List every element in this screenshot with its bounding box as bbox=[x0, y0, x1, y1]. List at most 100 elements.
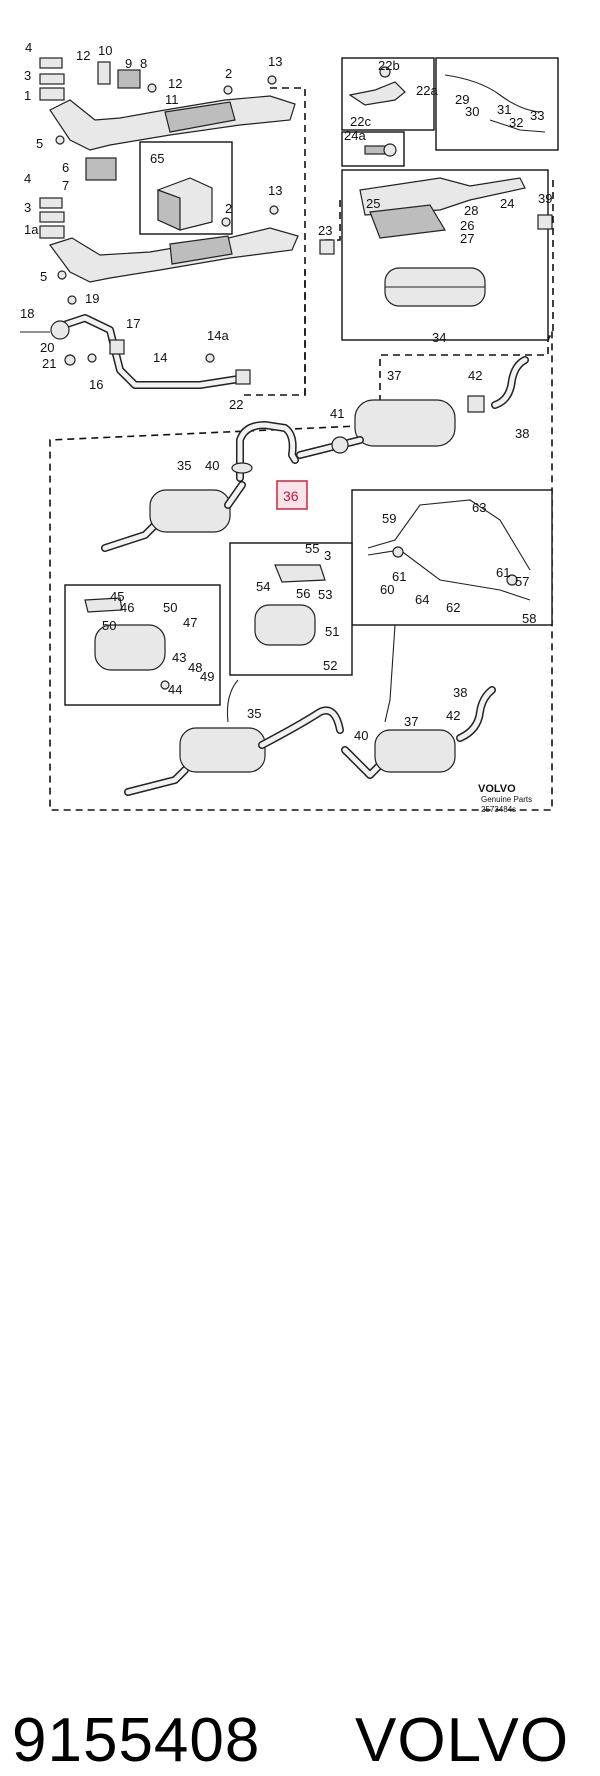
callout: 45 bbox=[110, 589, 124, 604]
callout: 37 bbox=[387, 368, 401, 383]
callout: 24 bbox=[500, 196, 514, 211]
callout: 47 bbox=[183, 615, 197, 630]
callout: 17 bbox=[126, 316, 140, 331]
callout: 13 bbox=[268, 54, 282, 69]
front-pipe-assembly-lower bbox=[39, 157, 299, 283]
callout: 31 bbox=[497, 102, 511, 117]
callout: 11 bbox=[165, 92, 179, 107]
callout: 27 bbox=[460, 231, 474, 246]
callout: 40 bbox=[354, 728, 368, 743]
diagram-brand-block: VOLVO Genuine Parts 2573484s bbox=[478, 783, 532, 814]
callout: 53 bbox=[318, 587, 332, 602]
callout: 46 bbox=[120, 600, 134, 615]
callout: 26 bbox=[460, 218, 474, 233]
callout: 2 bbox=[225, 66, 232, 81]
callout: 54 bbox=[256, 579, 270, 594]
hanger-frame-51-56 bbox=[229, 542, 353, 676]
callout: 39 bbox=[538, 191, 552, 206]
callout: 32 bbox=[509, 115, 523, 130]
callout: 16 bbox=[89, 377, 103, 392]
callout: 24a bbox=[344, 128, 366, 143]
callout: 6 bbox=[62, 160, 69, 175]
callout: 22 bbox=[229, 397, 243, 412]
callout: 60 bbox=[380, 582, 394, 597]
front-pipe-14 bbox=[20, 295, 251, 389]
callout: 49 bbox=[200, 669, 214, 684]
callout: 3 bbox=[324, 548, 331, 563]
callout: 19 bbox=[85, 291, 99, 306]
product-footer: 9155408 VOLVO bbox=[0, 835, 600, 1775]
inset-frame-22 bbox=[341, 57, 435, 131]
callout: 23 bbox=[318, 223, 332, 238]
callout: 42 bbox=[468, 368, 482, 383]
callout: 5 bbox=[40, 269, 47, 284]
callout: 35 bbox=[247, 706, 261, 721]
callout: 61 bbox=[496, 565, 510, 580]
callout: 1 bbox=[24, 88, 31, 103]
callout: 4 bbox=[25, 40, 32, 55]
catalytic-converter-frame bbox=[319, 169, 553, 341]
callout: 57 bbox=[515, 574, 529, 589]
callout: 14a bbox=[207, 328, 229, 343]
callout: 34 bbox=[432, 330, 446, 345]
rear-silencer-37 bbox=[296, 356, 529, 459]
brand-name: VOLVO bbox=[355, 1706, 570, 1775]
callout: 33 bbox=[530, 108, 544, 123]
callout: 12 bbox=[76, 48, 90, 63]
callout: 5 bbox=[36, 136, 43, 151]
callout: 50 bbox=[102, 618, 116, 633]
callout: 59 bbox=[382, 511, 396, 526]
callout: 3 bbox=[24, 200, 31, 215]
callout: 14 bbox=[153, 350, 167, 365]
callout: 10 bbox=[98, 43, 112, 58]
callout: 48 bbox=[188, 660, 202, 675]
callout: 61 bbox=[392, 569, 406, 584]
kit-box-65 bbox=[139, 141, 233, 235]
callout: 50 bbox=[163, 600, 177, 615]
callout: 25 bbox=[366, 196, 380, 211]
callout: 55 bbox=[305, 541, 319, 556]
callout-labels: 4 12 10 9 8 3 12 11 1 2 13 5 6 65 4 7 3 … bbox=[20, 40, 552, 743]
callout: 65 bbox=[150, 151, 164, 166]
callout: 43 bbox=[172, 650, 186, 665]
callout: 13 bbox=[268, 183, 282, 198]
callout: 40 bbox=[205, 458, 219, 473]
inset-frame-24a bbox=[341, 131, 405, 167]
inset-frame-29-33 bbox=[435, 57, 559, 151]
callout: 8 bbox=[140, 56, 147, 71]
callout: 52 bbox=[323, 658, 337, 673]
hanger-frame-58-64 bbox=[351, 489, 553, 626]
diagram-brand-logo: VOLVO bbox=[478, 783, 516, 795]
callout: 37 bbox=[404, 714, 418, 729]
callout: 35 bbox=[177, 458, 191, 473]
callout: 9 bbox=[125, 56, 132, 71]
callout: 22b bbox=[378, 58, 400, 73]
callout: 1a bbox=[24, 222, 39, 237]
callout: 38 bbox=[453, 685, 467, 700]
callout: 18 bbox=[20, 306, 34, 321]
callout: 58 bbox=[522, 611, 536, 626]
callout: 62 bbox=[446, 600, 460, 615]
hanger-frame-43-50 bbox=[64, 584, 221, 706]
callout: 2 bbox=[225, 201, 232, 216]
exploded-parts-diagram: 4 12 10 9 8 3 12 11 1 2 13 5 6 65 4 7 3 … bbox=[0, 0, 600, 835]
callout: 63 bbox=[472, 500, 486, 515]
complete-exhaust-system-lower bbox=[124, 624, 496, 796]
part-number: 9155408 bbox=[12, 1706, 261, 1775]
callout: 3 bbox=[24, 68, 31, 83]
callout: 38 bbox=[515, 426, 529, 441]
callout: 22a bbox=[416, 83, 438, 98]
diagram-svg: 4 12 10 9 8 3 12 11 1 2 13 5 6 65 4 7 3 … bbox=[20, 40, 559, 814]
callout: 4 bbox=[24, 171, 31, 186]
highlighted-part-callout[interactable]: 36 bbox=[276, 480, 308, 510]
callout: 7 bbox=[62, 178, 69, 193]
callout: 20 bbox=[40, 340, 54, 355]
intermediate-pipe-36 bbox=[236, 421, 299, 482]
callout: 42 bbox=[446, 708, 460, 723]
callout: 51 bbox=[325, 624, 339, 639]
diagram-brand-subtitle: Genuine Parts bbox=[481, 795, 532, 804]
diagram-code: 2573484s bbox=[481, 805, 516, 814]
callout: 41 bbox=[330, 406, 344, 421]
callout: 29 bbox=[455, 92, 469, 107]
highlighted-part-number: 36 bbox=[283, 488, 299, 504]
